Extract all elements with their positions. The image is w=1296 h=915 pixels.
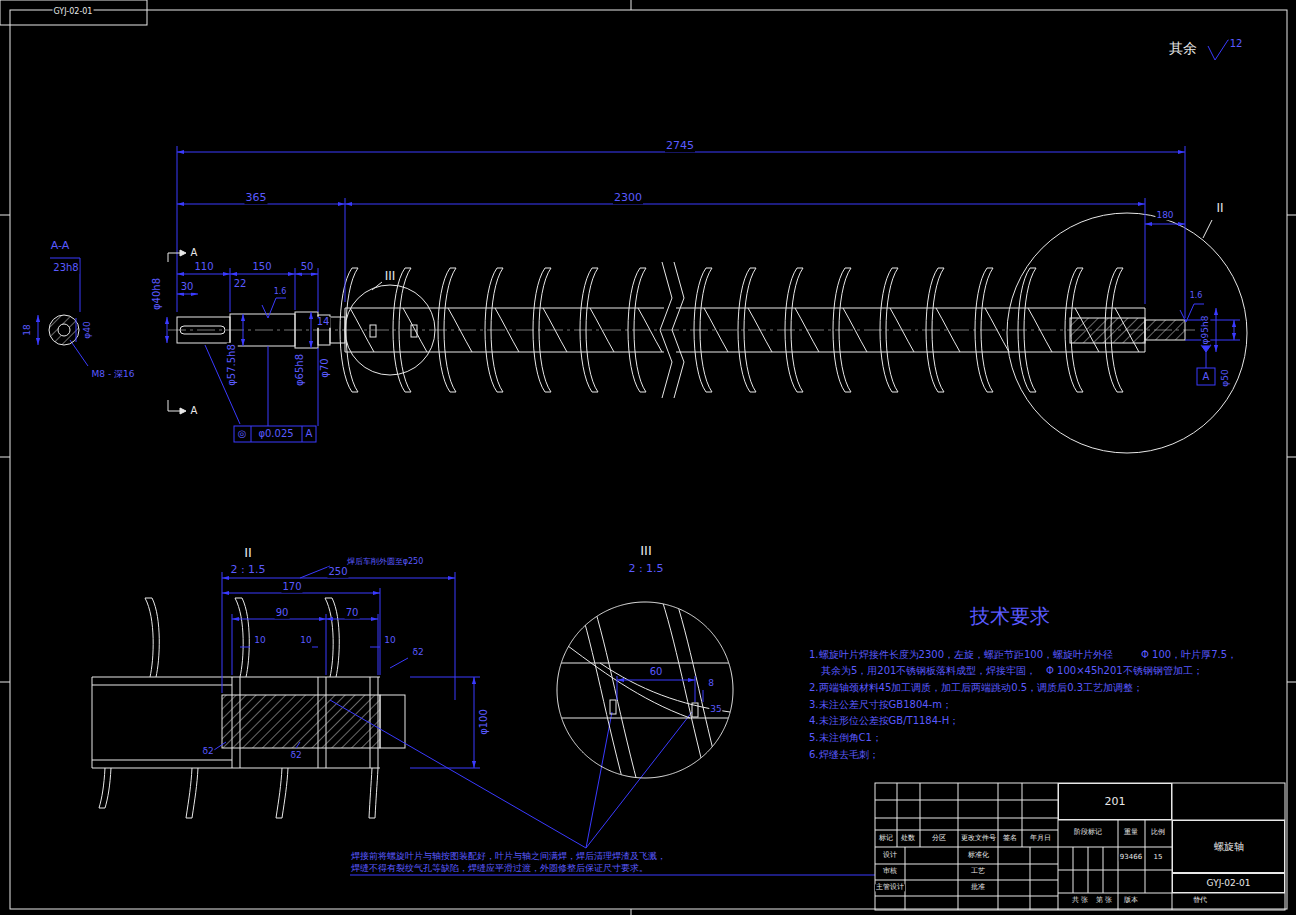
title-cell: GYJ-02-01 <box>1172 873 1285 893</box>
table-cell: 第 张 <box>1095 897 1113 904</box>
table-cell: 阶段标记 <box>1073 829 1103 836</box>
table-cell: 93466 <box>1119 854 1143 861</box>
datum-letter: A <box>1202 372 1211 383</box>
title-cell: 螺旋轴 <box>1172 820 1285 873</box>
thread-note: M8 - 深16 <box>91 370 136 379</box>
table-cell: 比例 <box>1150 829 1166 836</box>
requirement-line: 6.焊缝去毛刺； <box>808 750 880 761</box>
dimension-text: 35 <box>709 705 722 714</box>
table-cell: 设计 <box>882 852 898 859</box>
dimension-text: 60 <box>649 667 664 678</box>
table-cell: 重量 <box>1123 829 1139 836</box>
dimension-text: 22 <box>233 279 248 290</box>
dimension-text: 170 <box>281 582 302 593</box>
dimension-text: 90 <box>275 608 290 619</box>
dimension-text: 180 <box>1155 211 1174 220</box>
diameter-text: φ70 <box>320 357 331 378</box>
weld-note: 焊后车削外圆至φ250 <box>346 558 425 566</box>
table-cell: 批准 <box>970 884 986 891</box>
title-cell: 201 <box>1058 783 1172 820</box>
table-cell: 15 <box>1153 854 1164 861</box>
weld-note: 焊缝不得有裂纹气孔等缺陷，焊缝应平滑过渡，外圆修整后保证尺寸要求。 <box>350 864 649 873</box>
section-letter: A <box>190 406 199 417</box>
roughness-value: 12 <box>1229 39 1244 50</box>
weld-note: δ2 <box>411 648 424 657</box>
sheet-code: GYJ-02-01 <box>53 8 94 16</box>
table-cell: 签名 <box>1002 835 1018 842</box>
dimension-text: 70 <box>345 608 360 619</box>
table-cell: 分区 <box>931 835 947 842</box>
table-cell: 审核 <box>882 868 898 875</box>
detail-title: III <box>639 544 653 558</box>
roughness-note: 其余 <box>1168 41 1198 56</box>
table-cell: 工艺 <box>970 868 986 875</box>
dimension-text: 50 <box>300 262 315 273</box>
dimension-text: 2300 <box>613 192 643 204</box>
table-cell: 主管设计 <box>875 884 905 891</box>
table-cell: 替代 <box>1192 897 1208 904</box>
section-letter: A <box>190 248 199 259</box>
diameter-text: φ50 <box>1221 368 1230 387</box>
dimension-text: 150 <box>251 262 272 273</box>
table-cell: 版本 <box>1123 897 1139 904</box>
requirement-line: Φ 100×45h201不锈钢钢管加工； <box>1045 666 1204 677</box>
dimension-text: 110 <box>193 262 214 273</box>
dimension-text: 14 <box>316 317 331 328</box>
requirement-line: 1.螺旋叶片焊接件长度为2300，左旋，螺距节距100，螺旋叶片外径 <box>808 650 1114 661</box>
requirement-line: 5.未注倒角C1； <box>808 733 883 744</box>
detail-scale: 2 : 1.5 <box>229 564 266 576</box>
dimension-text: 365 <box>245 192 268 204</box>
table-cell: 更改文件号 <box>960 835 997 842</box>
dimension-text: 30 <box>180 282 195 293</box>
dimension-text: 18 <box>23 323 32 336</box>
requirement-line: 其余为5，用201不锈钢板落料成型，焊接牢固， <box>820 666 1037 677</box>
diameter-text: φ40h8 <box>152 277 163 311</box>
weld-note: 焊接前将螺旋叶片与轴按图装配好，叶片与轴之间满焊，焊后清理焊渣及飞溅， <box>350 852 667 861</box>
requirements-title: 技术要求 <box>969 606 1051 627</box>
dimension-text: 250 <box>327 567 348 578</box>
diameter-text: φ40 <box>83 320 92 339</box>
table-cell: 标准化 <box>967 852 990 859</box>
table-cell: 处数 <box>900 835 916 842</box>
dimension-text: 2745 <box>665 140 695 152</box>
dimension-text: 8 <box>707 679 715 688</box>
requirement-line: 2.两端轴颈材料45加工调质，加工后两端跳动0.5，调质后0.3工艺加调整； <box>808 683 1144 694</box>
table-cell: 共 张 <box>1071 897 1089 904</box>
dimension-text: 23h8 <box>52 263 79 274</box>
table-cell: 标记 <box>878 835 894 842</box>
tolerance-value: φ0.025 <box>257 429 294 440</box>
detail-marker: II <box>1215 202 1224 215</box>
requirement-line: 4.未注形位公差按GB/T1184-H； <box>808 716 960 727</box>
diameter-text: φ95h8 <box>1201 315 1210 346</box>
dimension-text: 10 <box>299 636 312 645</box>
section-title: A-A <box>50 240 71 252</box>
weld-note: δ2 <box>289 751 302 760</box>
table-cell: 年月日 <box>1029 835 1052 842</box>
datum-letter: A <box>305 429 314 440</box>
detail-title: II <box>243 546 253 560</box>
requirement-line: 3.未注公差尺寸按GB1804-m； <box>808 700 953 711</box>
dimension-text: 10 <box>253 636 266 645</box>
cell-text: 201 <box>1105 795 1126 808</box>
weld-note: δ2 <box>201 747 214 756</box>
cell-text: GYJ-02-01 <box>1207 878 1251 888</box>
diameter-text: φ65h8 <box>295 353 306 387</box>
detail-marker: III <box>384 270 397 283</box>
roughness-value: 1.6 <box>1189 292 1204 300</box>
diameter-text: φ57.5h8 <box>227 343 238 387</box>
dimension-text: 10 <box>383 636 396 645</box>
requirement-line: Φ 100，叶片厚7.5， <box>1140 650 1238 661</box>
diameter-text: φ100 <box>479 708 490 736</box>
cell-text: 螺旋轴 <box>1214 840 1244 854</box>
roughness-value: 1.6 <box>273 288 288 296</box>
tolerance-symbol: ◎ <box>237 429 248 440</box>
detail-scale: 2 : 1.5 <box>627 563 664 575</box>
